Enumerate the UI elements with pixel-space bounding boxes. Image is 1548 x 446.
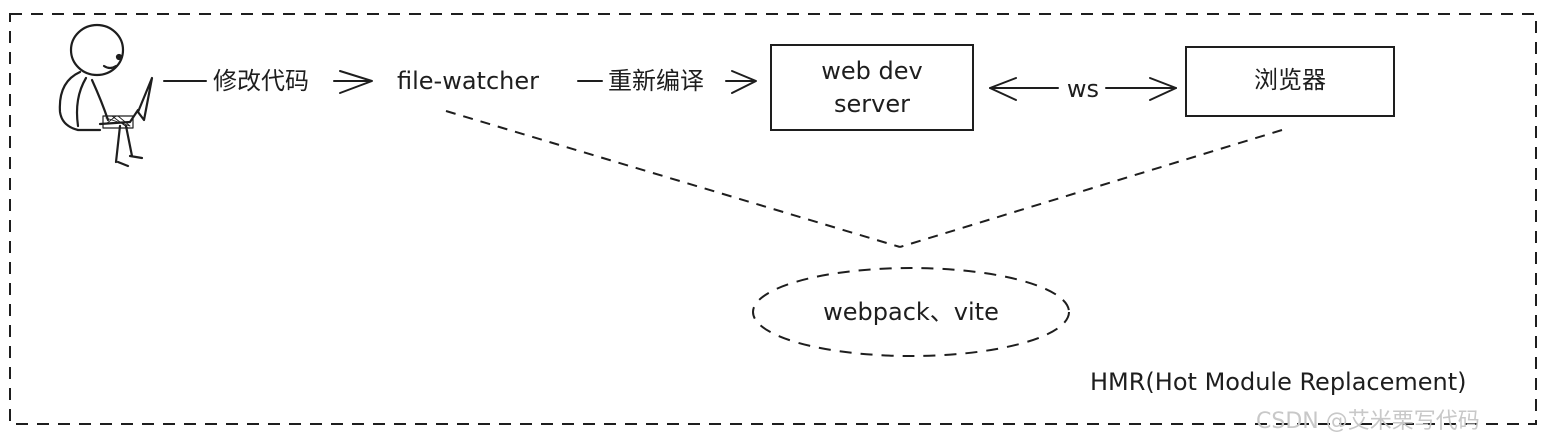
ws-label: ws xyxy=(1066,75,1100,103)
modify-code-arrow xyxy=(163,70,373,94)
browser-box xyxy=(1185,46,1395,117)
bundler-ellipse xyxy=(752,267,1070,357)
web-dev-server-label: web dev server xyxy=(771,55,973,121)
web-dev-server-box xyxy=(770,44,974,131)
browser-label: 浏览器 xyxy=(1254,66,1326,94)
web-dev-server-line2: server xyxy=(834,90,910,118)
bundler-label: webpack、vite xyxy=(823,298,999,326)
web-dev-server-line1: web dev xyxy=(821,57,923,85)
recompile-arrow xyxy=(577,70,757,94)
recompile-label: 重新编译 xyxy=(608,67,704,95)
ws-arrow xyxy=(989,77,1177,101)
watermark: CSDN @艾米栗写代码 xyxy=(1256,409,1480,434)
person-at-laptop-icon xyxy=(58,23,154,168)
file-watcher-label: file-watcher xyxy=(397,67,539,95)
modify-code-label: 修改代码 xyxy=(213,67,309,95)
hmr-frame-label: HMR(Hot Module Replacement) xyxy=(1090,368,1467,396)
hmr-frame xyxy=(9,13,1537,425)
bundler-connectors xyxy=(445,110,1283,248)
